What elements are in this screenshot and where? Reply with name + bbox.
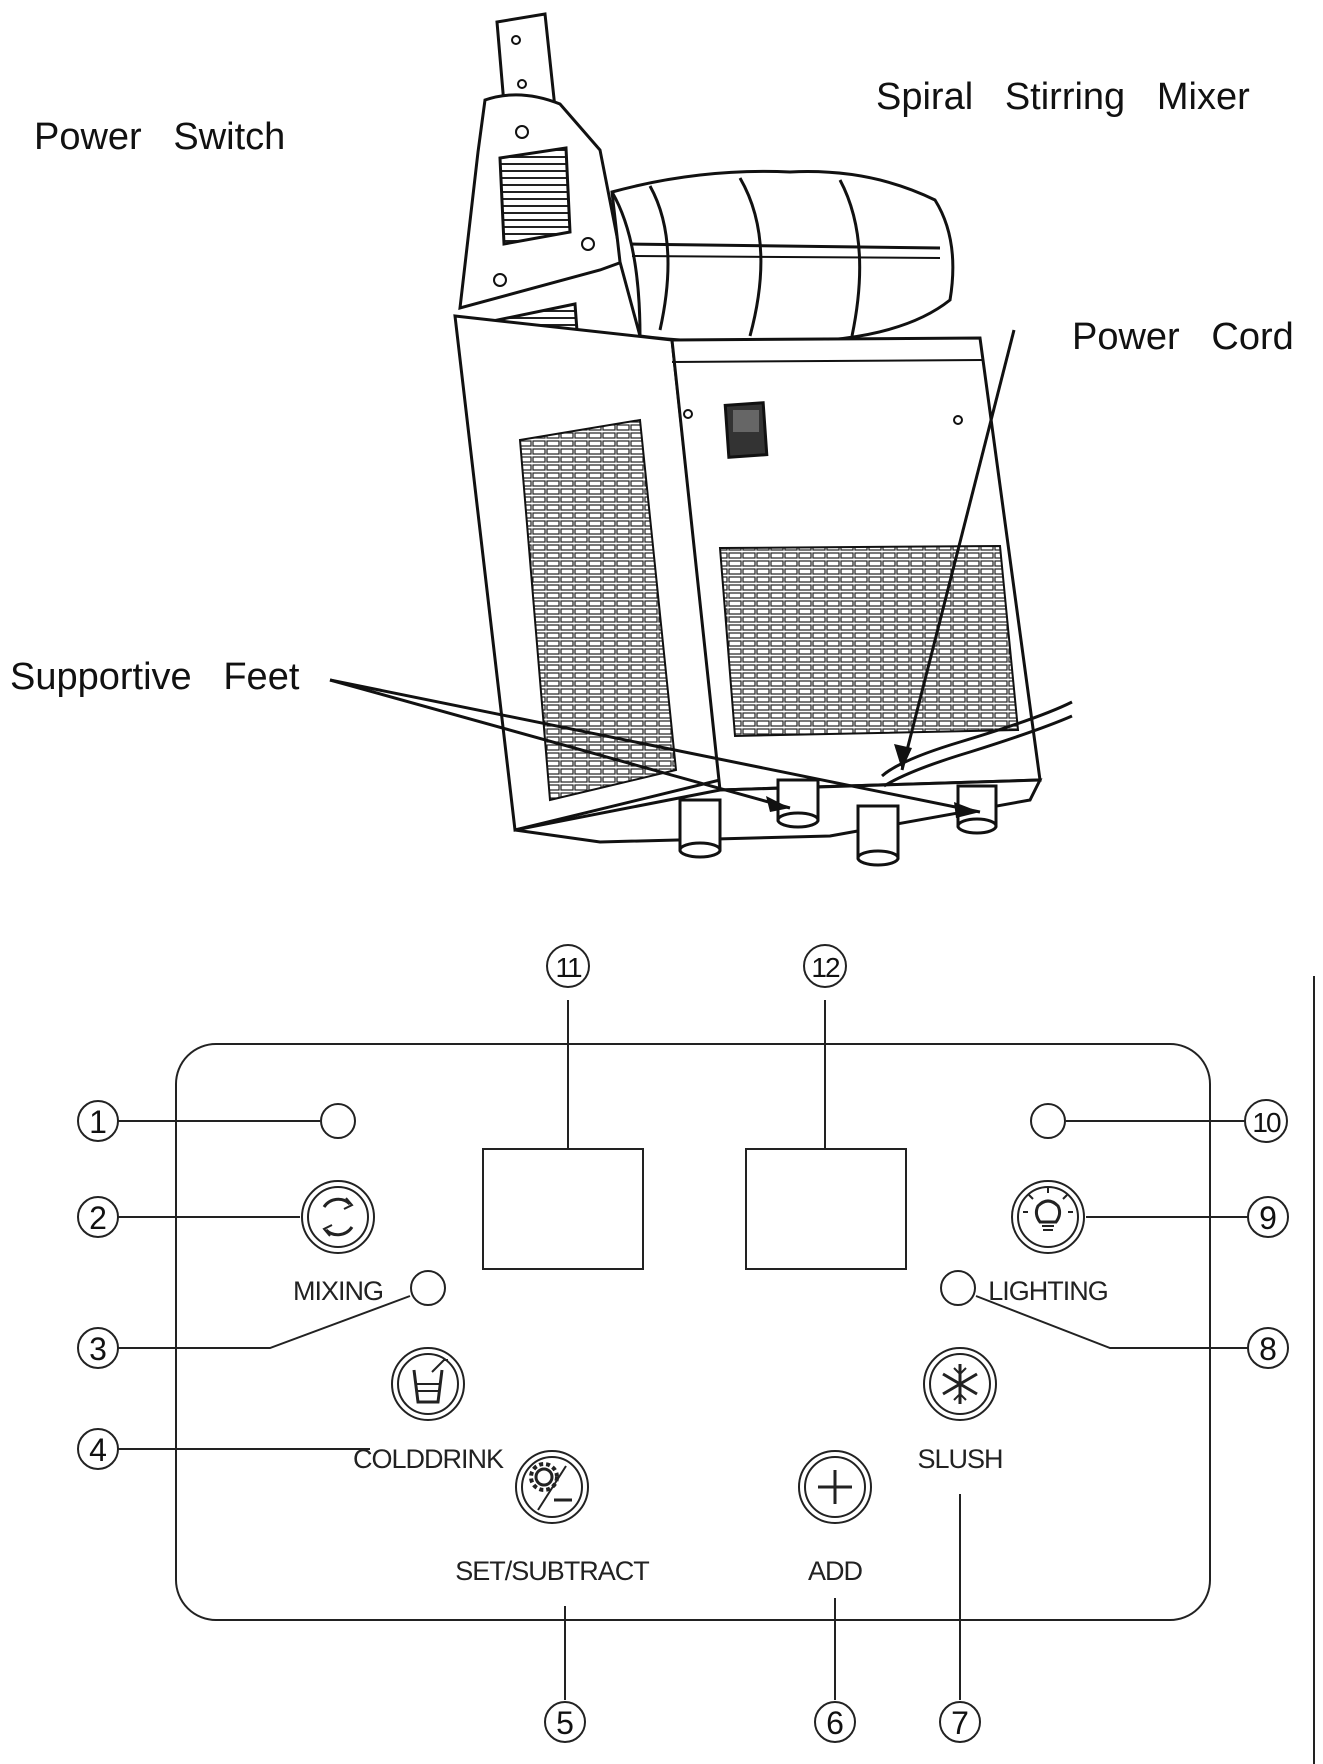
indicator-led-1 bbox=[320, 1103, 356, 1139]
label-add: ADD bbox=[808, 1556, 863, 1586]
gear-minus-icon bbox=[529, 1462, 572, 1511]
machine-cabinet bbox=[453, 314, 1043, 844]
svg-text:12: 12 bbox=[811, 952, 840, 983]
svg-text:5: 5 bbox=[556, 1705, 574, 1741]
callout-3: 3 bbox=[77, 1327, 119, 1369]
glass-with-straw-icon bbox=[412, 1359, 448, 1404]
add-button[interactable] bbox=[798, 1450, 872, 1524]
label-supportive-feet: Supportive Feet bbox=[10, 656, 300, 698]
indicator-led-8 bbox=[940, 1270, 976, 1306]
indicator-led-10 bbox=[1030, 1103, 1066, 1139]
mixing-button[interactable] bbox=[301, 1180, 375, 1254]
callout-8: 8 bbox=[1247, 1327, 1289, 1369]
label-mixing: MIXING bbox=[293, 1276, 383, 1306]
label-colddrink: COLDDRINK bbox=[353, 1444, 504, 1474]
plus-icon bbox=[818, 1470, 852, 1504]
callout-9: 9 bbox=[1247, 1196, 1289, 1238]
light-bulb-icon bbox=[1023, 1188, 1073, 1231]
callout-10: 10 bbox=[1244, 1099, 1288, 1143]
svg-text:2: 2 bbox=[89, 1200, 107, 1236]
svg-text:1: 1 bbox=[89, 1104, 107, 1140]
label-power-switch: Power Switch bbox=[34, 116, 286, 158]
label-set-subtract: SET/SUBTRACT bbox=[455, 1556, 649, 1586]
label-lighting: LIGHTING bbox=[988, 1276, 1108, 1306]
supportive-feet bbox=[678, 778, 998, 867]
svg-text:11: 11 bbox=[555, 952, 581, 983]
leader-lines bbox=[329, 329, 1016, 814]
callout-12: 12 bbox=[803, 944, 847, 988]
rotate-arrows-icon bbox=[322, 1197, 354, 1237]
label-power-cord: Power Cord bbox=[1072, 316, 1294, 358]
set-subtract-button[interactable] bbox=[515, 1450, 589, 1524]
display-right bbox=[745, 1148, 907, 1270]
label-slush: SLUSH bbox=[917, 1444, 1002, 1474]
svg-text:3: 3 bbox=[89, 1331, 107, 1367]
snowflake-icon bbox=[942, 1364, 978, 1404]
colddrink-button[interactable] bbox=[391, 1347, 465, 1421]
svg-text:10: 10 bbox=[1252, 1107, 1281, 1138]
svg-text:4: 4 bbox=[89, 1432, 107, 1468]
lighting-button[interactable] bbox=[1011, 1180, 1085, 1254]
callout-1: 1 bbox=[77, 1100, 119, 1142]
svg-text:9: 9 bbox=[1259, 1200, 1277, 1236]
spiral-stirring-mixer bbox=[610, 169, 955, 344]
power-cord bbox=[881, 700, 1073, 778]
svg-text:6: 6 bbox=[826, 1705, 844, 1741]
control-panel-diagram: MIXING COLDDRINK SET/SUBTRACT ADD SLUSH … bbox=[77, 944, 1315, 1764]
svg-text:8: 8 bbox=[1259, 1331, 1277, 1367]
display-left bbox=[482, 1148, 644, 1270]
callout-11: 11 bbox=[546, 944, 590, 988]
label-spiral-stirring-mixer: Spiral Stirring Mixer bbox=[876, 76, 1250, 118]
leader-arrowheads bbox=[766, 744, 980, 818]
callout-5: 5 bbox=[544, 1701, 586, 1743]
svg-text:7: 7 bbox=[951, 1705, 969, 1741]
control-panel-outline bbox=[175, 1043, 1211, 1621]
callout-4: 4 bbox=[77, 1428, 119, 1470]
callout-6: 6 bbox=[814, 1701, 856, 1743]
callout-leader-lines bbox=[118, 1000, 1248, 1700]
slush-machine-illustration bbox=[329, 12, 1073, 867]
rear-column bbox=[458, 93, 624, 392]
indicator-led-3 bbox=[410, 1270, 446, 1306]
callout-7: 7 bbox=[939, 1701, 981, 1743]
slush-button[interactable] bbox=[923, 1347, 997, 1421]
callout-2: 2 bbox=[77, 1196, 119, 1238]
